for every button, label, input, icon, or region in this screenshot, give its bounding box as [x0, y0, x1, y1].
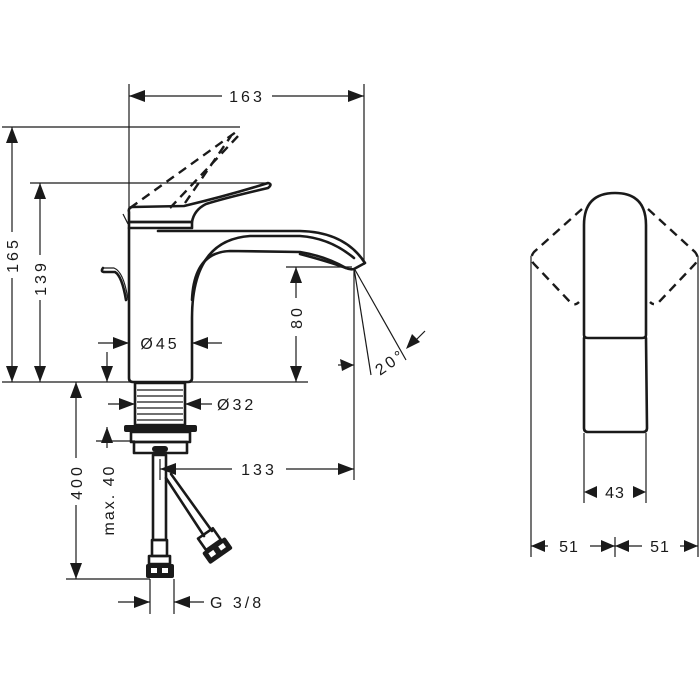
- dim-body-diameter: Ø45: [98, 336, 222, 382]
- dim-43-label: 43: [605, 485, 625, 502]
- dim-lever-width: 43: [584, 485, 646, 502]
- dim-hose-length: 400: [69, 382, 86, 579]
- dim-139-label: 139: [33, 260, 50, 296]
- lever-front: [582, 191, 649, 434]
- dim-overall-reach: 163: [129, 89, 364, 106]
- dim-reach-from-shank: 133: [159, 459, 354, 480]
- threaded-shank: [124, 381, 197, 455]
- dim-80-label: 80: [289, 305, 306, 329]
- side-view: 163 165 139 80: [2, 84, 426, 614]
- dim-connection-thread: G 3/8: [118, 595, 264, 612]
- dim-lever-height: 139: [33, 183, 50, 382]
- dim-163-label: 163: [229, 89, 265, 106]
- dim-400-label: 400: [69, 464, 86, 500]
- lever-swing-positions: [530, 208, 699, 306]
- dim-max-height: 165: [5, 127, 22, 382]
- dim-counter-thickness: max. 40: [101, 427, 118, 535]
- dim-51-right-label: 51: [650, 539, 670, 556]
- dim-diameter-32-label: Ø32: [217, 397, 256, 414]
- dim-max-40-label: max. 40: [101, 465, 118, 536]
- dim-133-label: 133: [241, 462, 277, 479]
- dim-spray-angle: 20°: [338, 330, 426, 379]
- front-view: 43 51 51: [530, 191, 699, 557]
- dim-165-label: 165: [5, 237, 22, 273]
- lever-open-position: [122, 131, 241, 225]
- dim-diameter-45-label: Ø45: [140, 336, 179, 353]
- dim-51-left-label: 51: [559, 539, 579, 556]
- dim-shank-diameter: Ø32: [108, 397, 256, 414]
- dim-20-degree-label: 20°: [373, 346, 410, 379]
- dim-spout-height: 80: [289, 267, 306, 382]
- dim-lever-swing: 51 51: [531, 539, 698, 556]
- dim-g38-label: G 3/8: [210, 595, 264, 612]
- supply-hoses: [146, 453, 233, 578]
